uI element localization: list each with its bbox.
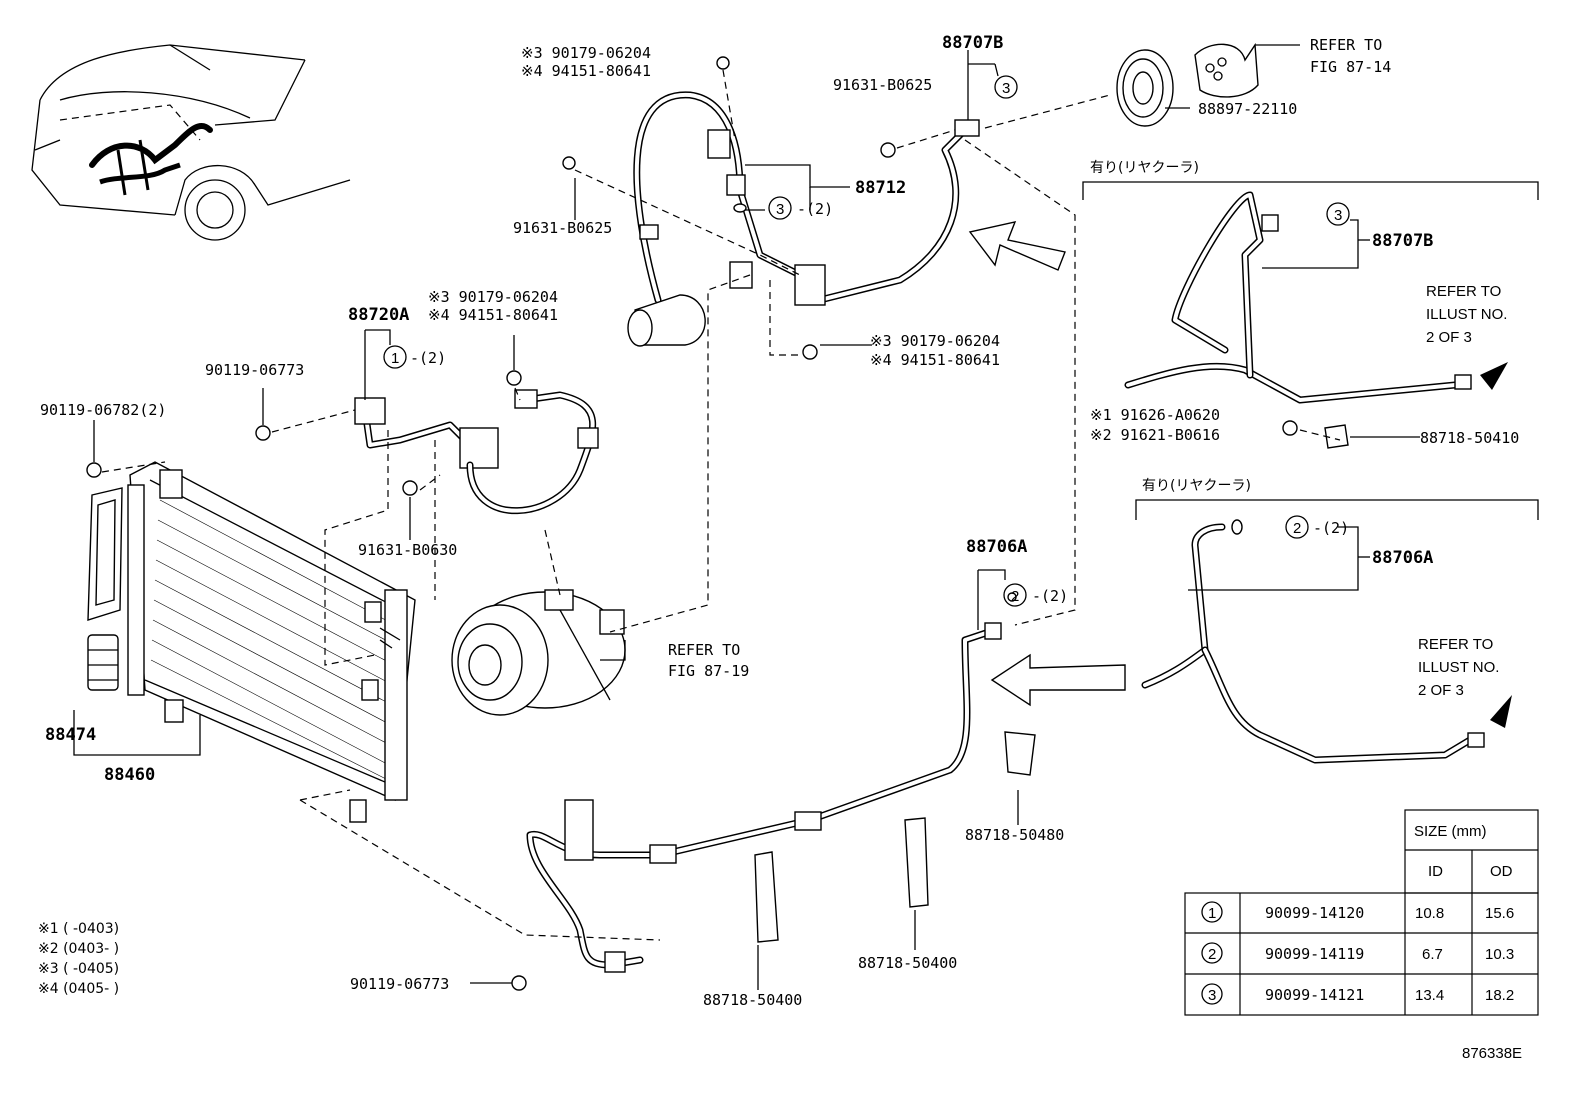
label-refer-illust-bot-line1: REFER TO <box>1418 636 1493 653</box>
leader-lines <box>73 44 1420 990</box>
vehicle-location-sketch <box>31 44 351 241</box>
label-rear-cooler-bottom: 有り(リヤクーラ) <box>1142 478 1251 494</box>
ref-circle-3c-label: 3 <box>1334 207 1342 224</box>
ref-circle-3-label: 3 <box>1002 80 1010 97</box>
label-nut-mid-line2: ※4 94151-80641 <box>870 351 1000 369</box>
ref-circle-3b-label: 3 <box>776 201 784 218</box>
size-row-3-part: 90099-14121 <box>1265 986 1364 1004</box>
label-88718-50400-left: 88718-50400 <box>703 991 802 1009</box>
label-refer-87-14-line2: FIG 87-14 <box>1310 58 1391 76</box>
note-3: ※3 ( -0405) <box>38 961 119 977</box>
label-bolt-right-line1: ※1 91626-A0620 <box>1090 406 1220 424</box>
qty-88720A: -(2) <box>410 349 446 367</box>
size-row-1-id: 10.8 <box>1415 905 1444 922</box>
note-2: ※2 (0403- ) <box>38 941 119 957</box>
note-4: ※4 (0405- ) <box>38 981 119 997</box>
compressor <box>451 589 626 716</box>
label-refer-illust-bot-line3: 2 OF 3 <box>1418 682 1464 699</box>
fasteners <box>86 56 1298 991</box>
pipes <box>354 91 1002 973</box>
label-88460: 88460 <box>104 765 155 785</box>
label-88718-50400-right: 88718-50400 <box>858 954 957 972</box>
qty-88706A-right: -(2) <box>1313 519 1349 537</box>
label-88897-22110: 88897-22110 <box>1198 100 1297 118</box>
label-refer-87-19-line2: FIG 87-19 <box>668 662 749 680</box>
label-refer-illust-top-line1: REFER TO <box>1426 283 1501 300</box>
label-bolt-right-line2: ※2 91621-B0616 <box>1090 426 1220 444</box>
size-row-3-ref: 3 <box>1208 987 1216 1004</box>
seal-88897 <box>1116 42 1259 127</box>
label-88706A-right: 88706A <box>1372 548 1433 568</box>
ref-circle-2b-label: 2 <box>1293 520 1301 537</box>
label-88707B-right: 88707B <box>1372 231 1433 251</box>
label-91631-B0625-left: 91631-B0625 <box>513 219 612 237</box>
size-row-2-ref: 2 <box>1208 946 1216 963</box>
label-88707B-top: 88707B <box>942 33 1003 53</box>
size-row-1-od: 15.6 <box>1485 905 1514 922</box>
figure-code: 876338E <box>1462 1045 1522 1062</box>
label-refer-illust-top-line3: 2 OF 3 <box>1426 329 1472 346</box>
label-nut-left-line2: ※4 94151-80641 <box>428 306 558 324</box>
size-row-2-od: 10.3 <box>1485 946 1514 963</box>
ref-circle-1-label: 1 <box>391 350 399 367</box>
label-88720A: 88720A <box>348 305 409 325</box>
label-88474: 88474 <box>45 725 96 745</box>
label-refer-87-14-line1: REFER TO <box>1310 36 1382 54</box>
ref-circle-2-label: 2 <box>1011 588 1019 605</box>
label-nut-mid-line1: ※3 90179-06204 <box>870 332 1000 350</box>
size-row-2-part: 90099-14119 <box>1265 945 1364 963</box>
size-table-header: SIZE (mm) <box>1414 823 1487 840</box>
rear-cooler-detail-bottom <box>1135 499 1539 764</box>
label-88706A-main: 88706A <box>966 537 1027 557</box>
label-90119-06773-upper: 90119-06773 <box>205 361 304 379</box>
label-88712: 88712 <box>855 178 906 198</box>
label-refer-87-19-line1: REFER TO <box>668 641 740 659</box>
label-rear-cooler-top: 有り(リヤクーラ) <box>1090 160 1199 176</box>
condenser-88460 <box>127 461 416 823</box>
label-nut-left-line1: ※3 90179-06204 <box>428 288 558 306</box>
size-table-col-id: ID <box>1428 863 1443 880</box>
size-row-1-ref: 1 <box>1208 905 1216 922</box>
label-refer-illust-bot-line2: ILLUST NO. <box>1418 659 1499 676</box>
label-90119-06773-lower: 90119-06773 <box>350 975 449 993</box>
label-nut-top-line1: ※3 90179-06204 <box>521 44 651 62</box>
label-refer-illust-top-line2: ILLUST NO. <box>1426 306 1507 323</box>
size-row-3-id: 13.4 <box>1415 987 1444 1004</box>
size-table-col-od: OD <box>1490 863 1513 880</box>
direction-arrows <box>968 221 1512 728</box>
label-88718-50410: 88718-50410 <box>1420 429 1519 447</box>
label-88718-50480: 88718-50480 <box>965 826 1064 844</box>
clamps <box>754 424 1349 943</box>
qty-88712: -(2) <box>797 200 833 218</box>
qty-88706A: -(2) <box>1032 587 1068 605</box>
assembly-dashed-lines <box>101 69 1341 941</box>
label-nut-top-line2: ※4 94151-80641 <box>521 62 651 80</box>
ref-circles <box>383 75 1350 607</box>
receiver-88474 <box>87 487 123 691</box>
note-1: ※1 ( -0403) <box>38 921 119 937</box>
label-91631-B0630: 91631-B0630 <box>358 541 457 559</box>
label-90119-06782: 90119-06782(2) <box>40 401 166 419</box>
size-table: SIZE (mm) ID OD 1 90099-14120 10.8 15.6 … <box>1184 809 1539 1016</box>
label-91631-B0625-top: 91631-B0625 <box>833 76 932 94</box>
rear-cooler-detail-top <box>1082 181 1539 404</box>
size-row-3-od: 18.2 <box>1485 987 1514 1004</box>
labels: 88707B 3 91631-B0625 88897-22110 REFER T… <box>38 33 1522 1062</box>
size-row-1-part: 90099-14120 <box>1265 904 1364 922</box>
size-row-2-id: 6.7 <box>1422 946 1443 963</box>
